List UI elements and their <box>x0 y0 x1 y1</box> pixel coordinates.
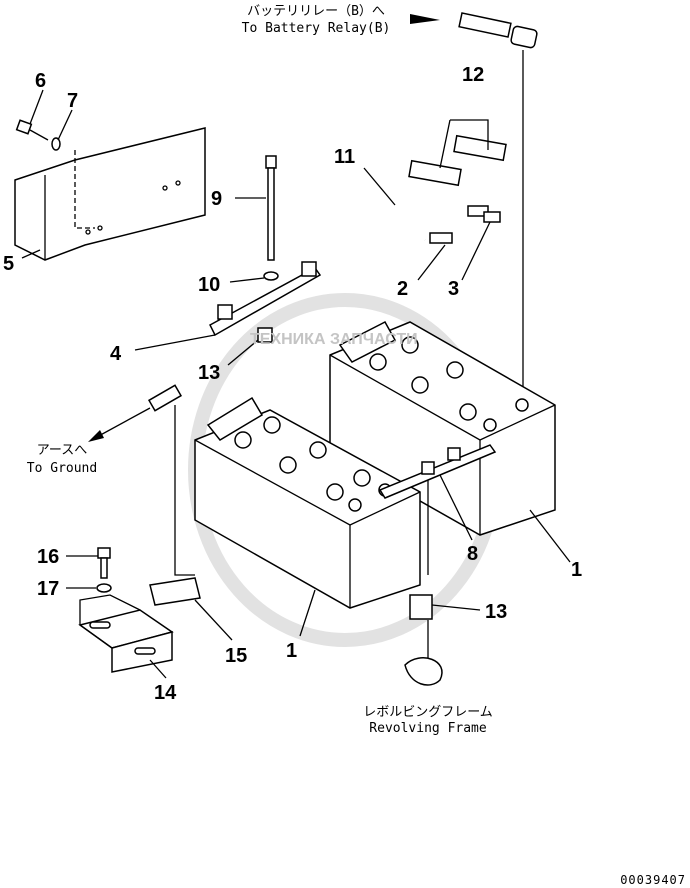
callout-3: 3 <box>448 278 459 300</box>
leader-lines <box>21 89 571 679</box>
callout-17: 17 <box>37 578 59 600</box>
callouts: 6 7 5 9 10 4 13 11 12 2 3 1 8 16 17 15 1… <box>3 64 582 704</box>
callout-14: 14 <box>154 682 177 704</box>
battery-cover <box>14 127 206 261</box>
nut-13-lower <box>404 594 443 686</box>
bolt-6 <box>15 119 49 141</box>
callout-12: 12 <box>462 64 484 86</box>
battery-hold-bracket <box>209 261 322 337</box>
callout-5: 5 <box>3 253 14 275</box>
callout-11: 11 <box>334 146 355 168</box>
bolt-16 <box>97 547 111 579</box>
callout-15: 15 <box>225 645 247 667</box>
relay-cable <box>410 12 538 400</box>
note-frame-en: Revolving Frame <box>369 721 487 736</box>
bracket-14 <box>78 594 174 673</box>
note-ground-jp: アースへ <box>37 443 88 458</box>
nut-13-upper <box>257 327 273 343</box>
watermark-text: ТЕХНИКА ЗАПЧАСТИ <box>250 331 418 348</box>
callout-16: 16 <box>37 546 59 568</box>
pad-15 <box>149 577 201 606</box>
callout-8: 8 <box>467 543 478 565</box>
battery-front <box>194 396 421 609</box>
washer-17 <box>96 583 112 593</box>
callout-13-lower: 13 <box>485 601 507 623</box>
hold-bar-8 <box>378 444 497 575</box>
callout-13: 13 <box>198 362 220 384</box>
battery-cable-11 <box>391 205 501 244</box>
j-bolt-9 <box>263 155 279 281</box>
terminal-caps-12 <box>408 134 507 187</box>
callout-1-rear: 1 <box>571 559 582 581</box>
callout-10: 10 <box>198 274 220 296</box>
note-frame-jp: レボルビングフレーム <box>363 705 493 720</box>
callout-6: 6 <box>35 70 46 92</box>
note-battery-relay-en: To Battery Relay(B) <box>242 21 391 36</box>
callout-9: 9 <box>211 188 222 210</box>
ground-cable <box>88 384 195 576</box>
washer-7 <box>51 137 61 151</box>
note-battery-relay-jp: バッテリリレー（B）へ <box>247 4 385 19</box>
note-ground-en: To Ground <box>27 461 97 476</box>
callout-7: 7 <box>67 90 78 112</box>
callout-1-front: 1 <box>286 640 297 662</box>
callout-4: 4 <box>110 343 122 365</box>
drawing-code: 00039407 <box>620 873 686 887</box>
callout-2: 2 <box>397 278 408 300</box>
